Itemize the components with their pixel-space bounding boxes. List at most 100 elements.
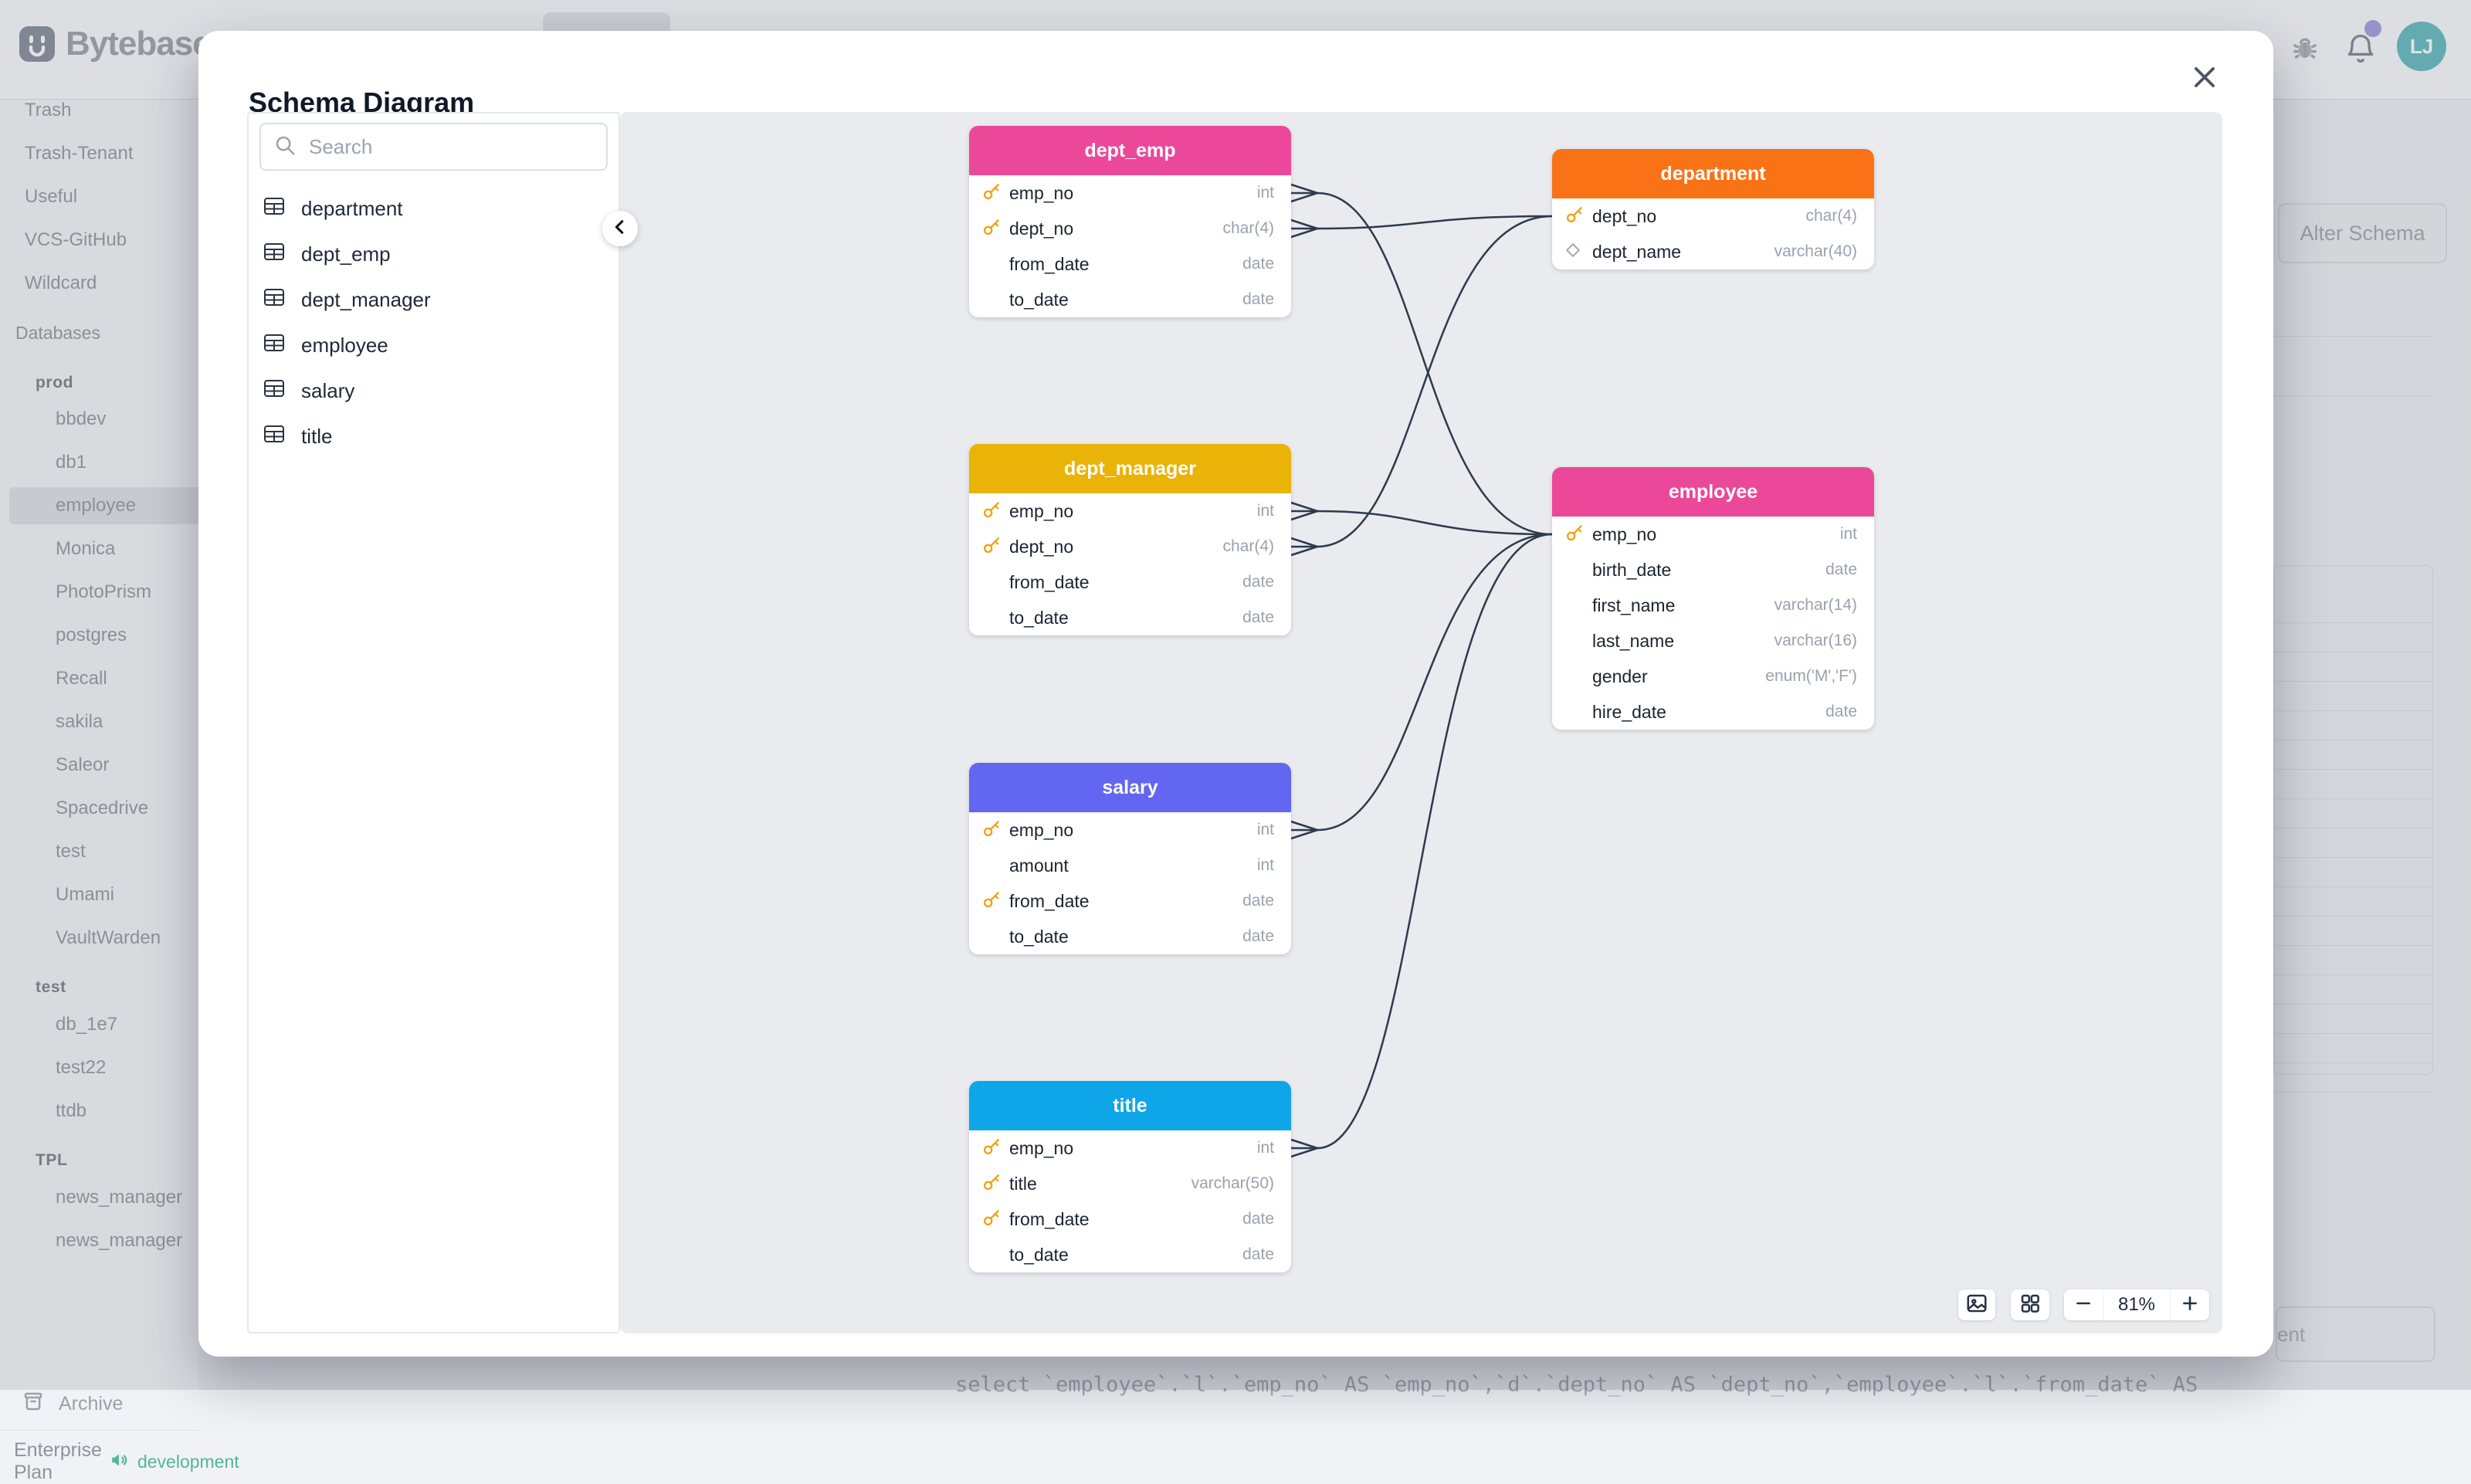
column-type: date — [1242, 290, 1274, 308]
plan-row: Enterprise Plan development — [14, 1439, 239, 1483]
column-name: dept_no — [1592, 205, 1657, 226]
environment-header-TPL: TPL — [0, 1143, 67, 1177]
sidebar-item-db-bbdev: bbdev — [0, 398, 254, 441]
key-icon — [981, 1208, 1002, 1232]
sidebar-item-db-test: test — [0, 830, 254, 873]
relation-title-emp_no--employee-emp_no — [1290, 533, 1554, 1158]
background-divider — [2273, 395, 2432, 396]
sidebar-item-db-sakila: sakila — [0, 700, 254, 744]
table-list-item-dept_manager[interactable]: dept_manager — [249, 277, 619, 323]
relationship-lines — [1290, 183, 1554, 1158]
bytebase-logo-icon — [19, 26, 55, 62]
search-box — [259, 123, 608, 171]
table-list-item-employee[interactable]: employee — [249, 323, 619, 368]
auto-layout-button[interactable] — [2011, 1289, 2049, 1320]
collapse-panel-button[interactable] — [602, 211, 638, 246]
databases-section-label: Databases — [15, 322, 100, 343]
column-name: to_date — [1009, 289, 1069, 310]
skeleton-row-line — [2274, 681, 2432, 682]
crow-foot-icon — [1290, 537, 1319, 548]
column-row-to_date: to_date date — [969, 282, 1291, 317]
sidebar-item-db-vaultwarden: VaultWarden — [0, 916, 254, 960]
search-input[interactable] — [307, 134, 594, 160]
close-button[interactable] — [2183, 57, 2226, 100]
column-type: char(4) — [1222, 219, 1274, 237]
column-name: emp_no — [1009, 500, 1074, 521]
column-type: int — [1839, 525, 1857, 543]
crow-foot-icon — [1290, 183, 1319, 195]
column-type: date — [1242, 255, 1274, 273]
export-image-button[interactable] — [1958, 1289, 1995, 1320]
zoom-out-icon — [2073, 1293, 2093, 1317]
zoom-in-button[interactable] — [2171, 1289, 2209, 1320]
sidebar-item-db-photoprism: PhotoPrism — [0, 571, 254, 614]
sidebar-item-db-spacedrive: Spacedrive — [0, 787, 254, 830]
environment-header-test: test — [0, 971, 66, 1005]
relation-dept_manager-emp_no--employee-emp_no — [1290, 501, 1554, 536]
table-list-item-salary[interactable]: salary — [249, 368, 619, 414]
column-type: date — [1825, 703, 1857, 720]
environment-header-prod-label: prod — [36, 374, 74, 391]
background-table-skeleton — [2273, 565, 2433, 1093]
sidebar-item-trash-label: Trash — [25, 100, 72, 120]
column-name: to_date — [1009, 926, 1069, 947]
sidebar-item-db-saleor-label: Saleor — [56, 754, 110, 775]
table-card-header: department — [1552, 149, 1874, 198]
layout-grid-icon — [2018, 1292, 2042, 1319]
table-icon — [263, 240, 286, 269]
relation-dept_emp-dept_no--department-dept_no — [1290, 215, 1554, 239]
sidebar-item-db-sakila-label: sakila — [56, 711, 103, 732]
key-icon — [1564, 205, 1585, 229]
table-list-item-title[interactable]: title — [249, 414, 619, 459]
sidebar-item-db-db_1e7: db_1e7 — [0, 1003, 254, 1046]
table-list-item-label: salary — [301, 379, 355, 402]
speaker-icon — [110, 1450, 130, 1474]
key-icon — [1564, 523, 1585, 547]
sidebar-item-db-news_manager: news_manager — [0, 1219, 254, 1262]
sidebar-item-db-bbdev-label: bbdev — [56, 408, 107, 429]
zoom-control: 81% — [2064, 1289, 2209, 1320]
sidebar-item-db-spacedrive-label: Spacedrive — [56, 798, 149, 818]
column-name: emp_no — [1009, 182, 1074, 203]
table-list-item-department[interactable]: department — [249, 186, 619, 232]
sidebar-item-db-test-label: test — [56, 841, 86, 862]
column-type: date — [1242, 927, 1274, 945]
key-icon — [981, 535, 1002, 559]
sidebar-item-trash-tenant: Trash-Tenant — [0, 132, 223, 175]
skeleton-row-line — [2274, 857, 2432, 858]
sidebar-item-db-recall: Recall — [0, 657, 254, 700]
column-name: last_name — [1592, 630, 1675, 651]
column-name: to_date — [1009, 1244, 1069, 1265]
crow-foot-icon — [1290, 510, 1319, 521]
sidebar-item-db-monica-label: Monica — [56, 538, 116, 559]
column-type: varchar(14) — [1774, 596, 1857, 614]
sidebar-item-vcs-github: VCS-GitHub — [0, 219, 223, 262]
skeleton-row-line — [2274, 1062, 2432, 1063]
sidebar-item-db-umami-label: Umami — [56, 884, 114, 905]
crow-foot-icon — [1290, 820, 1319, 832]
column-name: from_date — [1009, 571, 1090, 592]
zoom-out-button[interactable] — [2064, 1289, 2103, 1320]
skeleton-row-line — [2274, 1033, 2432, 1034]
column-name: to_date — [1009, 607, 1069, 628]
table-list-item-dept_emp[interactable]: dept_emp — [249, 232, 619, 277]
column-type: int — [1256, 502, 1274, 520]
